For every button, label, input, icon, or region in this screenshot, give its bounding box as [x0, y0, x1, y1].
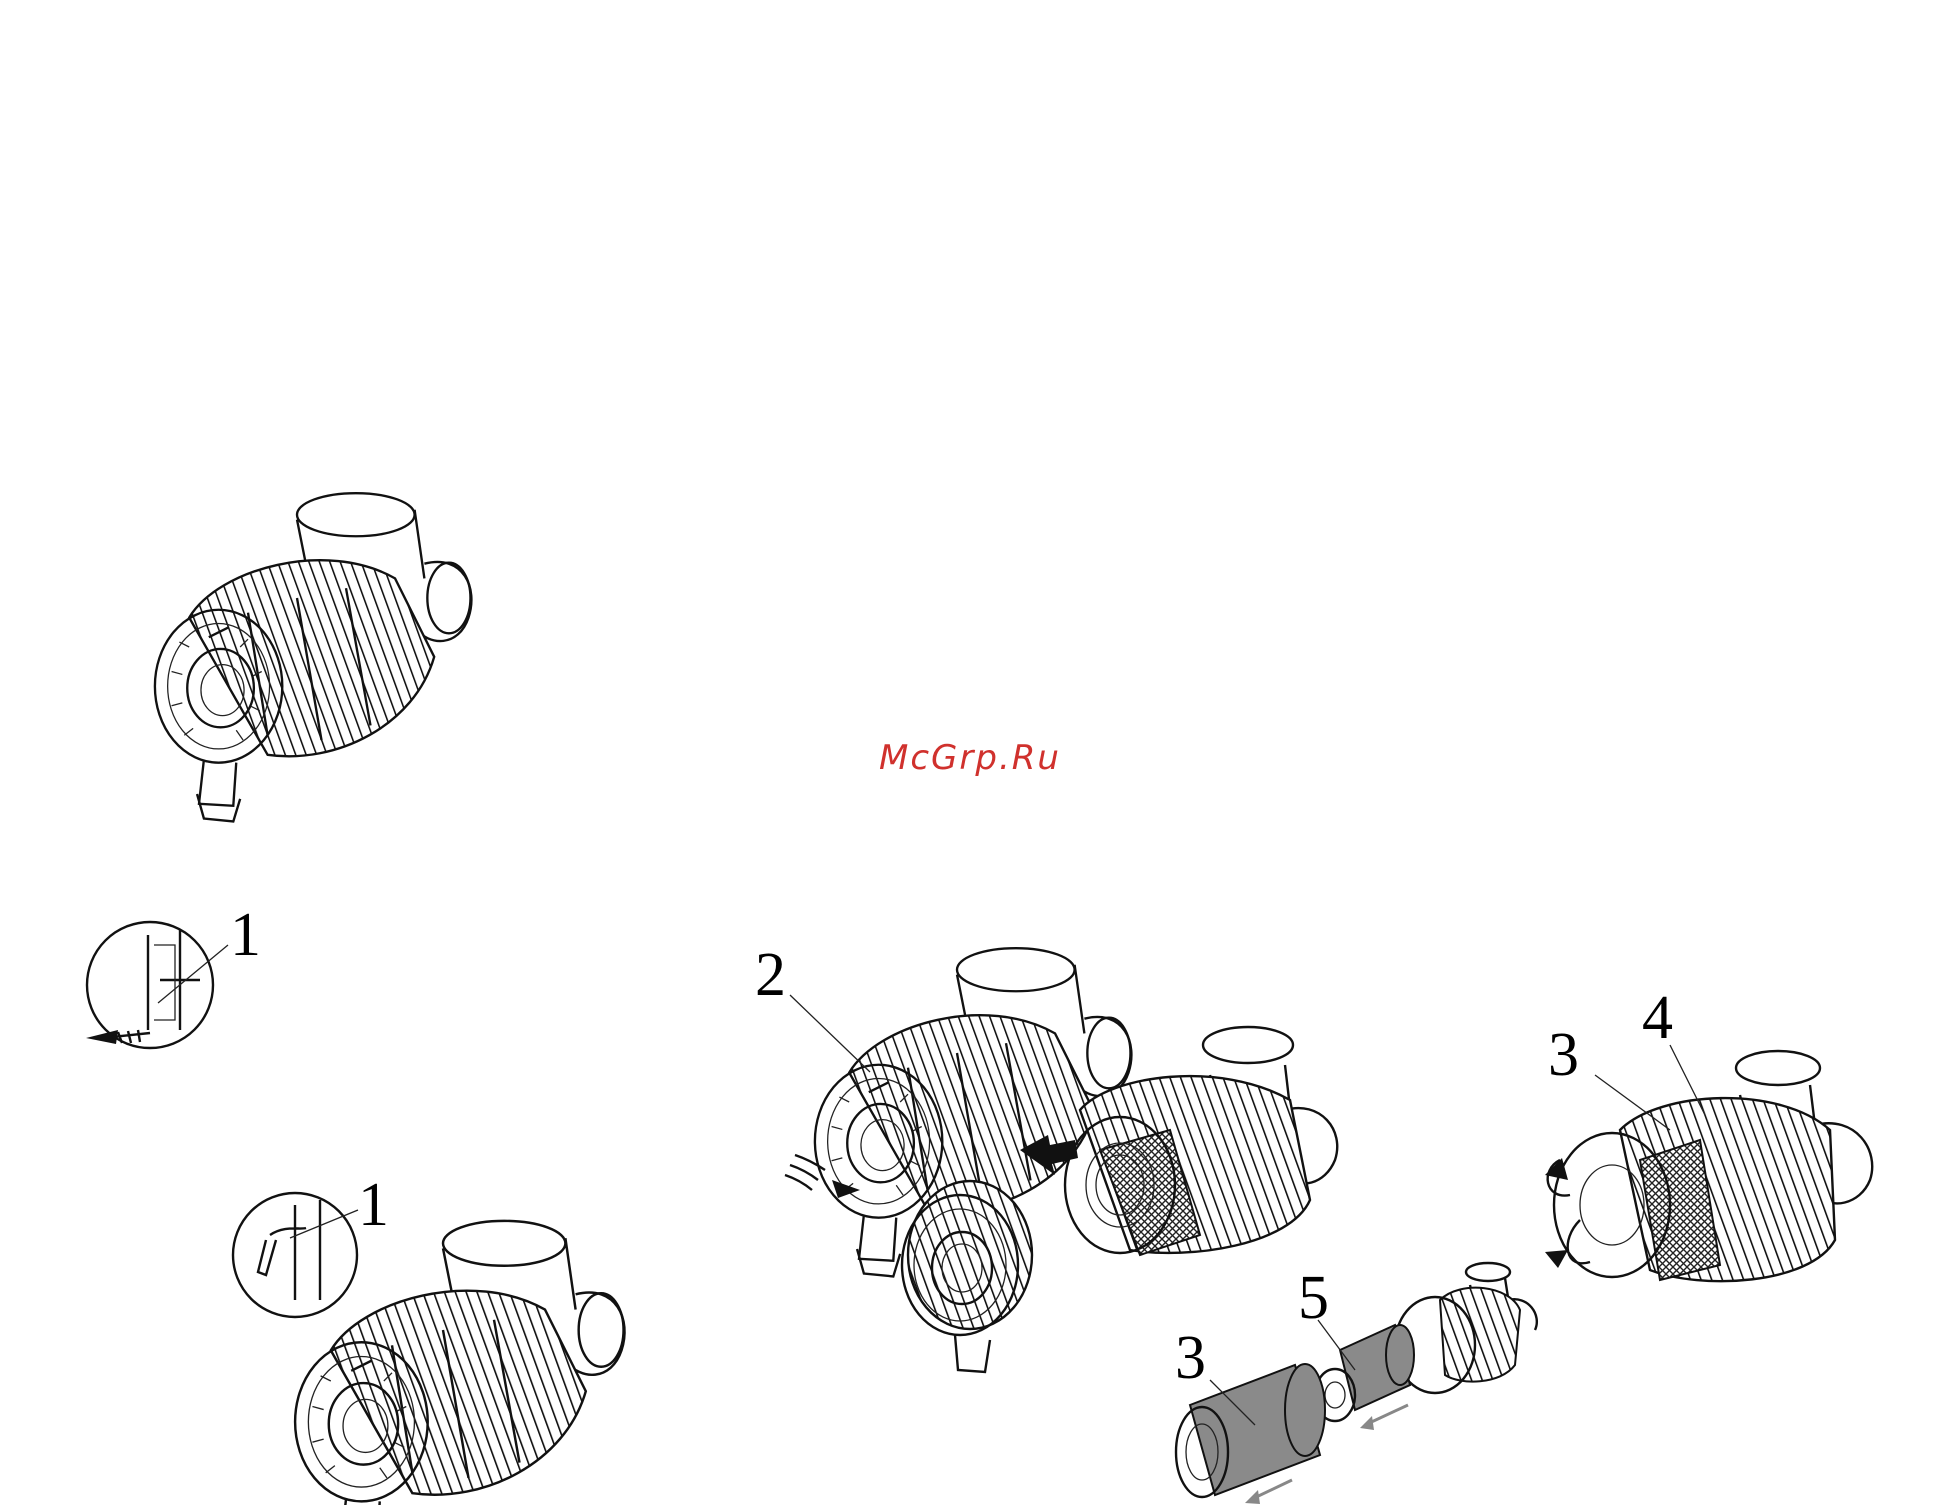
leader-line-2: [790, 995, 870, 1072]
callout-1-top: 1: [230, 901, 261, 969]
callout-4: 4: [1642, 984, 1673, 1052]
leader-line-1a: [158, 945, 228, 1003]
step-3-housing-twist-element: 3 4: [1545, 984, 1872, 1281]
callout-1-bottom: 1: [358, 1171, 389, 1239]
step-1-top-housing: 1: [86, 493, 471, 1048]
step-3-exploded-elements: 5 3: [1175, 1263, 1537, 1504]
callout-3-top: 3: [1548, 1021, 1579, 1089]
step-2-removed-cover: [902, 1181, 1032, 1372]
callout-5: 5: [1298, 1264, 1329, 1332]
callout-2: 2: [755, 941, 786, 1009]
step-1-bottom-housing: 1: [233, 1171, 625, 1505]
callout-3-bottom: 3: [1175, 1324, 1206, 1392]
